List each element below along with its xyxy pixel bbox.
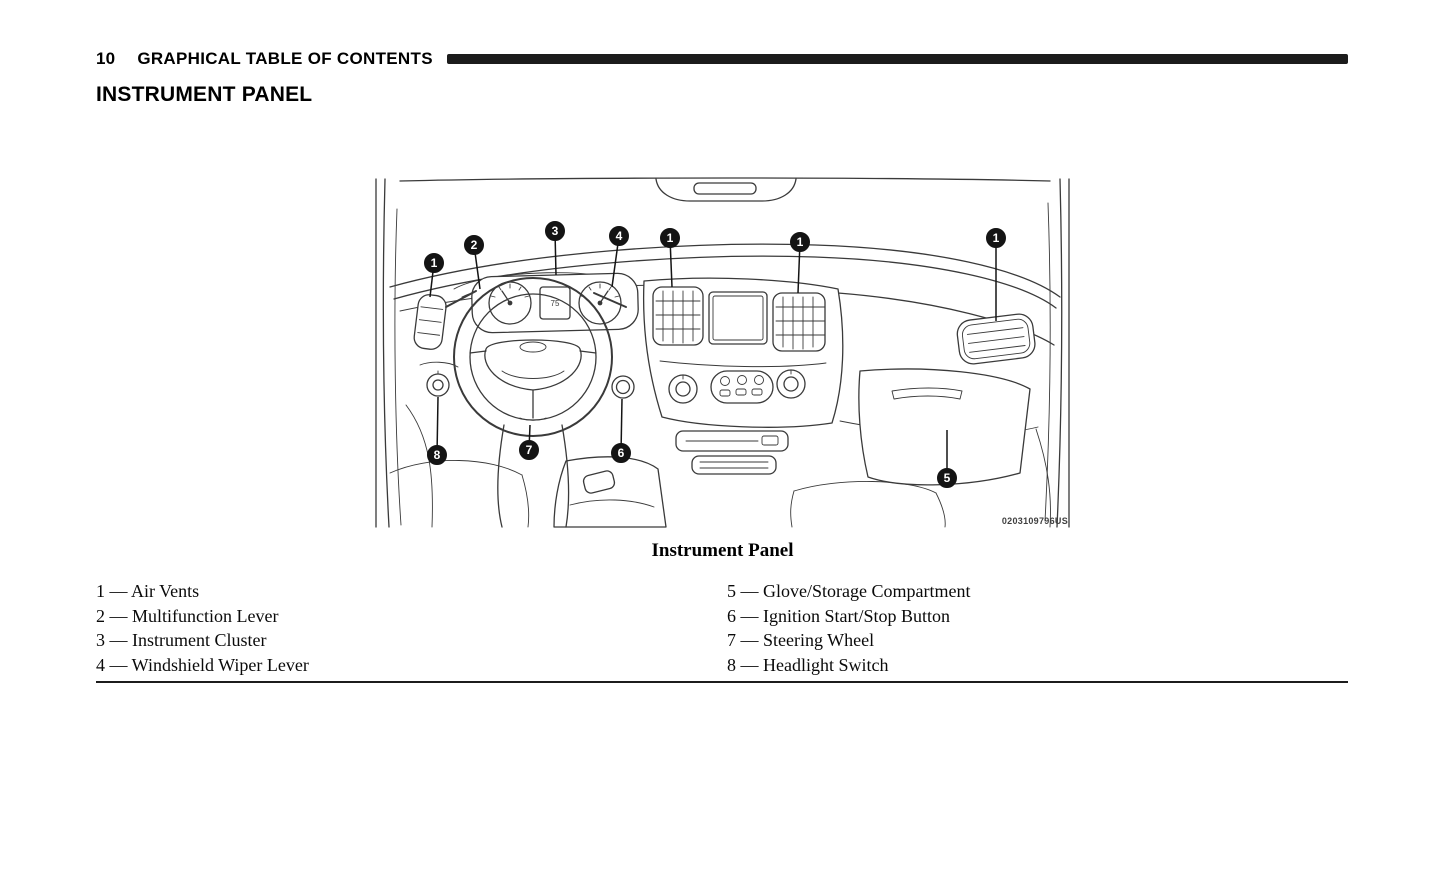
header-title: GRAPHICAL TABLE OF CONTENTS <box>137 49 433 68</box>
svg-text:4: 4 <box>616 229 623 243</box>
center-stack <box>643 277 844 428</box>
section-title: INSTRUMENT PANEL <box>96 83 313 106</box>
legend-item: 5 — Glove/Storage Compartment <box>727 581 971 601</box>
climate-controls <box>659 360 827 404</box>
svg-text:5: 5 <box>944 471 951 485</box>
page-number: 10 <box>96 49 116 68</box>
legend-item: 7 — Steering Wheel <box>727 630 875 650</box>
svg-text:1: 1 <box>431 256 438 270</box>
callout-badge-1: 1 <box>790 232 810 252</box>
callout-layer: 1 2 3 4 1 1 1 8 7 6 5 <box>424 221 1006 488</box>
callout-badge-7: 7 <box>519 440 539 460</box>
glove-compartment <box>839 368 1039 486</box>
diagram-caption: Instrument Panel <box>651 540 794 561</box>
headlight-switch <box>405 361 459 528</box>
legend-item: 8 — Headlight Switch <box>727 654 889 675</box>
driver-air-vent <box>413 294 447 350</box>
svg-text:7: 7 <box>526 443 533 457</box>
header-rule <box>446 54 1348 64</box>
steering-wheel <box>453 277 613 528</box>
dashboard-illustration: 75 <box>375 177 1070 528</box>
legend-left-column: 1 — Air Vents 2 — Multifunction Lever 3 … <box>96 579 309 677</box>
center-air-vent-right <box>772 292 826 352</box>
callout-badge-8: 8 <box>427 445 447 465</box>
callout-badge-1: 1 <box>660 228 680 248</box>
figure-code: 0203109796US <box>1002 516 1068 526</box>
svg-text:8: 8 <box>434 448 441 462</box>
ignition-button <box>611 375 635 399</box>
callout-badge-2: 2 <box>464 235 484 255</box>
svg-text:1: 1 <box>797 235 804 249</box>
lower-console <box>675 430 789 475</box>
svg-text:3: 3 <box>552 224 559 238</box>
callout-badge-1: 1 <box>986 228 1006 248</box>
legend-item: 1 — Air Vents <box>96 581 200 601</box>
bottom-rule <box>96 681 1348 683</box>
wiper-lever <box>593 292 627 308</box>
svg-text:1: 1 <box>993 231 1000 245</box>
svg-text:2: 2 <box>471 238 478 252</box>
callout-badge-4: 4 <box>609 226 629 246</box>
touchscreen <box>708 291 768 345</box>
svg-text:1: 1 <box>667 231 674 245</box>
callout-badge-3: 3 <box>545 221 565 241</box>
passenger-air-vent <box>956 313 1036 365</box>
callout-badge-1: 1 <box>424 253 444 273</box>
cluster-display-reading: 75 <box>551 299 560 308</box>
callout-badge-5: 5 <box>937 468 957 488</box>
legend-right-column: 5 — Glove/Storage Compartment 6 — Igniti… <box>727 579 970 677</box>
legend-item: 2 — Multifunction Lever <box>96 605 279 626</box>
floor-console <box>553 456 667 528</box>
legend-item: 6 — Ignition Start/Stop Button <box>727 605 951 626</box>
multifunction-lever <box>445 290 477 308</box>
instrument-cluster: 75 <box>471 272 639 334</box>
cabin-frame <box>375 177 1070 528</box>
svg-text:6: 6 <box>618 446 625 460</box>
legend-item: 3 — Instrument Cluster <box>96 630 267 650</box>
legend-item: 4 — Windshield Wiper Lever <box>96 654 309 675</box>
center-air-vent-left <box>652 286 704 346</box>
instrument-panel-diagram: 75 <box>370 175 1075 530</box>
page-header: 10 GRAPHICAL TABLE OF CONTENTS <box>96 49 1348 69</box>
callout-badge-6: 6 <box>611 443 631 463</box>
legend: 1 — Air Vents 2 — Multifunction Lever 3 … <box>96 579 1348 679</box>
seats <box>389 428 1051 528</box>
overhead-console <box>655 178 797 202</box>
